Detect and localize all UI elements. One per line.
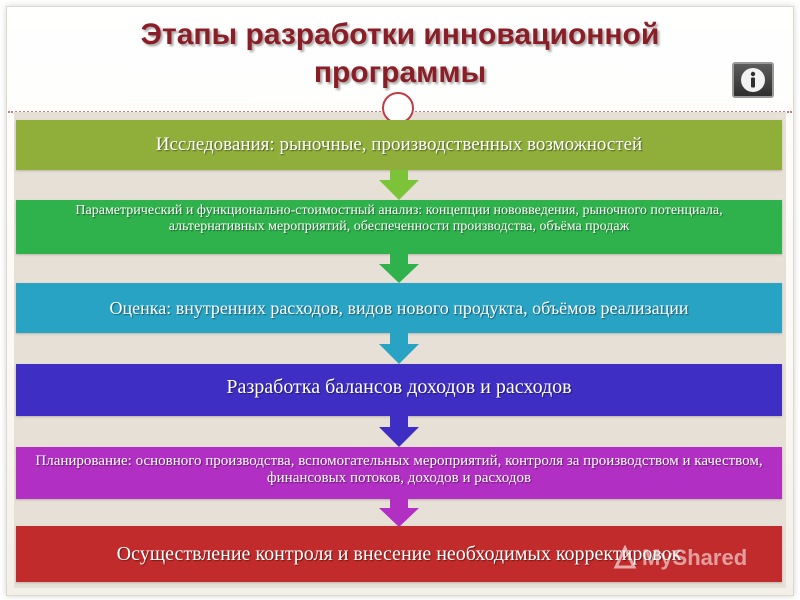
logo-icon [613, 545, 637, 569]
arrow-down-icon [379, 416, 419, 447]
arrow-down-icon [379, 170, 419, 200]
arrow-down-icon [379, 254, 419, 283]
info-icon [741, 68, 765, 92]
stage-balance-text: Разработка балансов доходов и расходов [226, 376, 572, 398]
watermark-text: MyShared [642, 545, 748, 570]
stage-analysis: Параметрический и функционально-стоимост… [16, 200, 782, 254]
stage-evaluation-text: Оценка: внутренних расходов, видов новог… [109, 297, 689, 318]
stage-control-text: Осуществление контроля и внесение необхо… [116, 542, 682, 565]
stage-planning: Планирование: основного производства, вс… [16, 447, 782, 499]
stage-analysis-text: Параметрический и функционально-стоимост… [75, 203, 723, 234]
arrow-down-icon [379, 499, 419, 527]
slide-title: Этапы разработки инновационной программы [40, 16, 760, 92]
watermark: MyShared [612, 541, 747, 575]
stage-research: Исследования: рыночные, производственных… [16, 120, 782, 170]
stage-research-text: Исследования: рыночные, производственных… [155, 134, 643, 155]
stage-balance: Разработка балансов доходов и расходов [16, 364, 782, 416]
stage-planning-text: Планирование: основного производства, вс… [35, 453, 763, 486]
info-button[interactable] [732, 62, 774, 98]
stage-control: Осуществление контроля и внесение необхо… [16, 526, 782, 582]
stage-evaluation: Оценка: внутренних расходов, видов новог… [16, 283, 782, 333]
title-line-2: программы [313, 56, 487, 89]
arrow-down-icon [379, 333, 419, 364]
title-line-1: Этапы разработки инновационной [140, 18, 660, 51]
